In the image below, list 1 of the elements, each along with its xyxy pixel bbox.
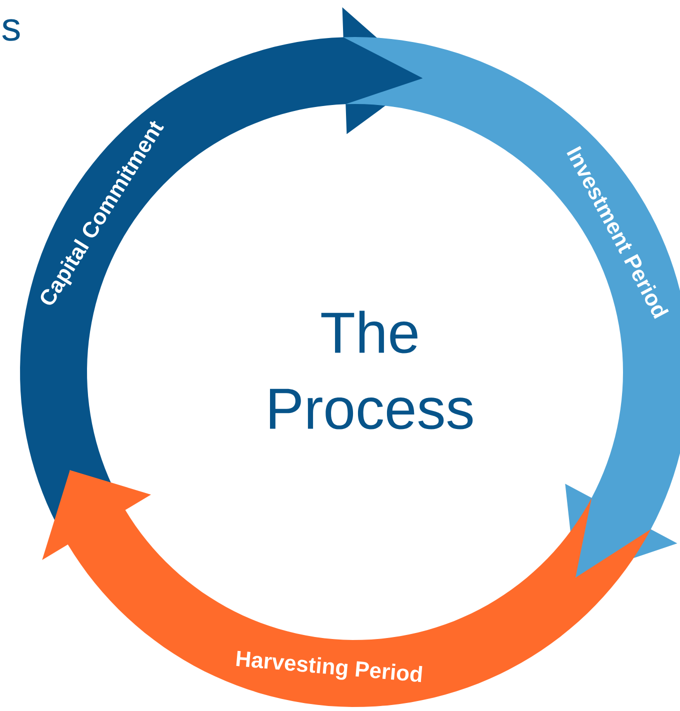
cycle-segment: Harvesting Period [42,470,651,707]
